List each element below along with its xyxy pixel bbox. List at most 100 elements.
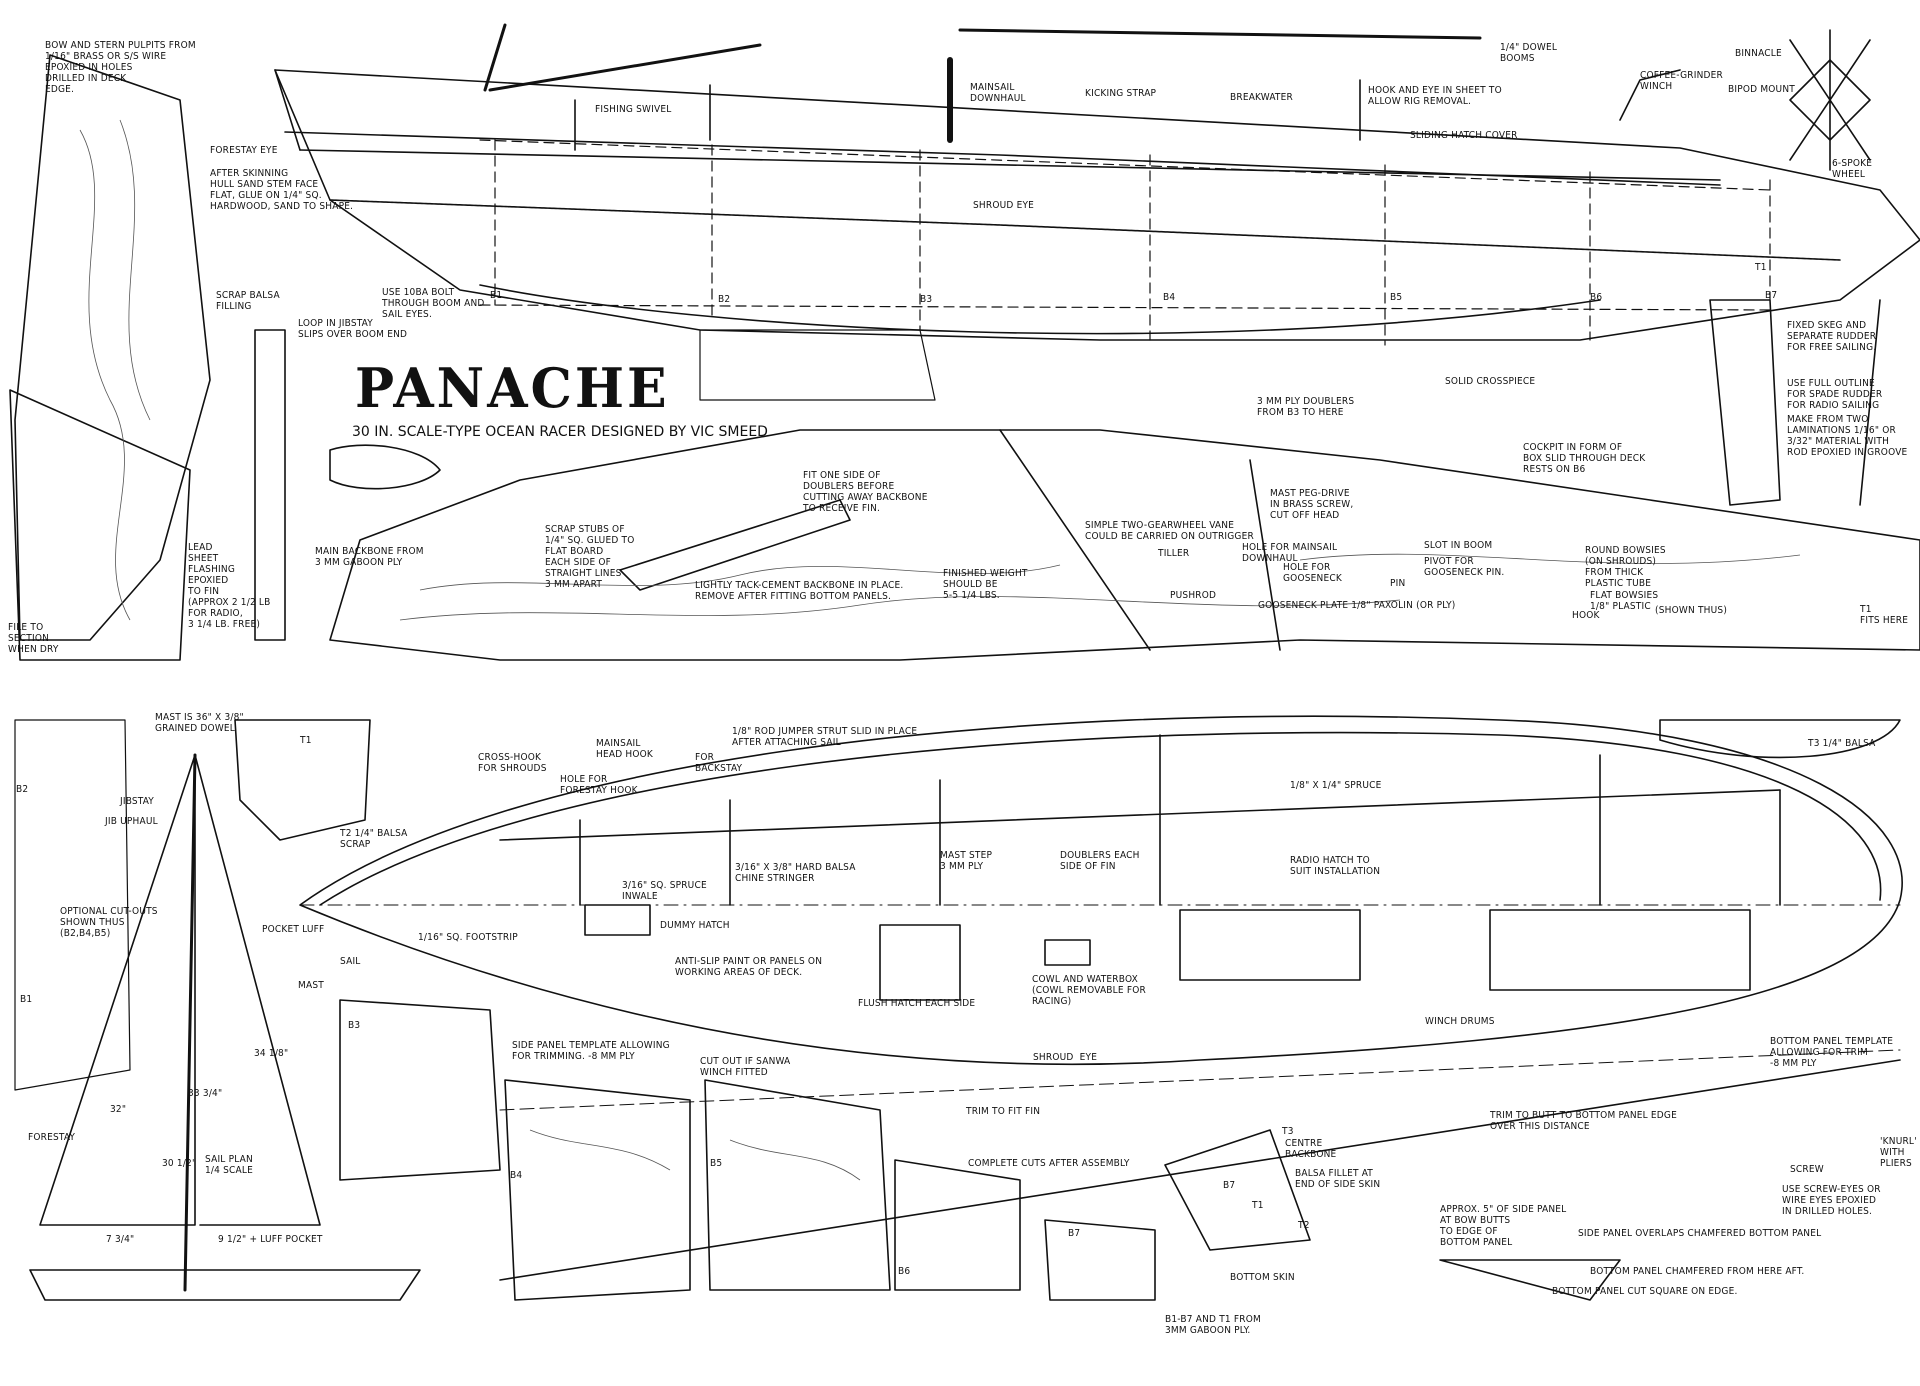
label-sliding-hatch: SLIDING HATCH COVER — [1410, 130, 1518, 141]
label-footstrip: 1/16" SQ. FOOTSTRIP — [418, 932, 518, 943]
hull-side-elevation — [274, 69, 1920, 506]
label-pin: PIN — [1390, 578, 1406, 589]
frame-b2-left: B2 — [16, 784, 29, 795]
label-screw: SCREW — [1790, 1164, 1824, 1175]
label-pivot-gooseneck: PIVOT FOR GOOSENECK PIN. — [1424, 556, 1505, 578]
label-shroud-eye-bottom: SHROUD EYE — [1033, 1052, 1098, 1063]
frame-b6: B6 — [1590, 292, 1603, 303]
label-t3-balsa: T3 1/4" BALSA — [1808, 738, 1876, 749]
label-loop-jibstay: LOOP IN JIBSTAY SLIPS OVER BOOM END — [298, 318, 408, 340]
frame-t3-skin: T3 — [1282, 1126, 1294, 1137]
dim-33-3-4: 33 3/4" — [188, 1088, 223, 1099]
label-ply-doublers: 3 MM PLY DOUBLERS FROM B3 TO HERE — [1257, 396, 1355, 418]
label-t1-fits: T1 FITS HERE — [1860, 604, 1909, 626]
label-spruce-inwale: 3/16" SQ. SPRUCE INWALE — [622, 880, 707, 902]
label-screw-eyes: USE SCREW-EYES OR WIRE EYES EPOXIED IN D… — [1782, 1184, 1881, 1217]
frame-b1: B1 — [490, 290, 503, 301]
frame-b4-bottom: B4 — [510, 1170, 523, 1181]
label-fixed-skeg: FIXED SKEG AND SEPARATE RUDDER FOR FREE … — [1787, 320, 1877, 353]
label-gearwheel-vane: SIMPLE TWO-GEARWHEEL VANE COULD BE CARRI… — [1085, 520, 1254, 542]
deck-plan — [299, 715, 1903, 1066]
plan-subtitle: 30 IN. SCALE-TYPE OCEAN RACER DESIGNED B… — [352, 424, 768, 440]
label-coffee-grinder: COFFEE-GRINDER WINCH — [1640, 70, 1723, 92]
dim-34: 34 1/8" — [254, 1048, 289, 1059]
label-pocket-luff: POCKET LUFF — [262, 924, 325, 935]
label-tiller: TILLER — [1158, 548, 1190, 559]
dim-30: 30 1/2" — [162, 1158, 197, 1169]
label-use-full-outline: USE FULL OUTLINE FOR SPADE RUDDER FOR RA… — [1787, 378, 1883, 411]
frame-t2-skin: T2 — [1298, 1220, 1310, 1231]
label-mast: MAST — [298, 980, 324, 991]
frame-b2: B2 — [718, 294, 731, 305]
label-breakwater: BREAKWATER — [1230, 92, 1293, 103]
label-side-panel-template: SIDE PANEL TEMPLATE ALLOWING FOR TRIMMIN… — [512, 1040, 670, 1062]
label-trim-butt: TRIM TO BUTT TO BOTTOM PANEL EDGE OVER T… — [1490, 1110, 1677, 1132]
frame-b1-left: B1 — [20, 994, 33, 1005]
label-slot-boom: SLOT IN BOOM — [1424, 540, 1493, 551]
label-hook: HOOK — [1572, 610, 1600, 621]
frame-t1-top: T1 — [1755, 262, 1767, 273]
frame-t1-bottom: T1 — [300, 735, 312, 746]
frame-b3-bottom: B3 — [348, 1020, 361, 1031]
frame-b5-bottom: B5 — [710, 1158, 723, 1169]
label-hard-balsa-chine: 3/16" x 3/8" HARD BALSA CHINE STRINGER — [735, 862, 856, 884]
rig-elevation — [483, 23, 1871, 171]
label-sail-plan: SAIL PLAN 1/4 SCALE — [205, 1154, 253, 1176]
label-luff-pocket: 9 1/2" + LUFF POCKET — [218, 1234, 323, 1245]
frame-b7: B7 — [1765, 290, 1778, 301]
label-finished-weight: FINISHED WEIGHT SHOULD BE 5-5 1/4 LBS. — [943, 568, 1028, 601]
label-bow-pulpits: BOW AND STERN PULPITS FROM 1/16" BRASS O… — [45, 40, 196, 95]
label-cockpit-box: COCKPIT IN FORM OF BOX SLID THROUGH DECK… — [1523, 442, 1646, 475]
label-bipod-mount: BIPOD MOUNT — [1728, 84, 1795, 95]
label-t2-scrap: T2 1/4" BALSA SCRAP — [340, 828, 408, 850]
label-anti-slip: ANTI-SLIP PAINT OR PANELS ON WORKING ARE… — [675, 956, 823, 978]
label-bottom-skin: BOTTOM SKIN — [1230, 1272, 1295, 1283]
frame-b5: B5 — [1390, 292, 1403, 303]
label-make-from-two: MAKE FROM TWO LAMINATIONS 1/16" OR 3/32"… — [1787, 414, 1908, 458]
label-binnacle: BINNACLE — [1735, 48, 1782, 59]
label-cross-hook: CROSS-HOOK FOR SHROUDS — [478, 752, 547, 774]
label-hole-mainsail: HOLE FOR MAINSAIL DOWNHAUL — [1242, 542, 1338, 564]
label-cut-out-sanwa: CUT OUT IF SANWA WINCH FITTED — [700, 1056, 791, 1078]
label-mast-dowel: MAST IS 36" x 3/8" GRAINED DOWEL — [155, 712, 244, 734]
label-shroud-eye-top: SHROUD EYE — [973, 200, 1035, 211]
label-doublers-each-side: DOUBLERS EACH SIDE OF FIN — [1060, 850, 1140, 872]
label-cowl-waterbox: COWL AND WATERBOX (COWL REMOVABLE FOR RA… — [1032, 974, 1146, 1007]
dim-32: 32" — [110, 1104, 127, 1115]
label-hook-eye: HOOK AND EYE IN SHEET TO ALLOW RIG REMOV… — [1368, 85, 1502, 107]
label-hole-gooseneck: HOLE FOR GOOSENECK — [1283, 562, 1342, 584]
label-jumper-strut: 1/8" ROD JUMPER STRUT SLID IN PLACE AFTE… — [732, 726, 918, 748]
label-dowel-booms: 1/4" DOWEL BOOMS — [1500, 42, 1558, 64]
label-use-10ba: USE 10BA BOLT THROUGH BOOM AND SAIL EYES… — [382, 287, 485, 320]
label-solid-crosspiece: SOLID CROSSPIECE — [1445, 376, 1536, 387]
label-trim-fit-fin: TRIM TO FIT FIN — [966, 1106, 1041, 1117]
label-winch-drums: WINCH DRUMS — [1425, 1016, 1495, 1027]
label-mast-step: MAST STEP 3 MM PLY — [940, 850, 993, 872]
label-scrap-balsa: SCRAP BALSA FILLING — [216, 290, 280, 312]
label-after-skinning: AFTER SKINNING HULL SAND STEM FACE FLAT,… — [210, 168, 354, 212]
label-sail: SAIL — [340, 956, 361, 967]
label-main-backbone: MAIN BACKBONE FROM 3 MM GABOON PLY — [315, 546, 424, 568]
label-kicking-strap: KICKING STRAP — [1085, 88, 1157, 99]
label-pushrod: PUSHROD — [1170, 590, 1217, 601]
label-approx-5: APPROX. 5" OF SIDE PANEL AT BOW BUTTS TO… — [1440, 1204, 1567, 1248]
plan-title: PANACHE — [355, 356, 670, 421]
label-optional-cutouts: OPTIONAL CUT-OUTS SHOWN THUS (B2,B4,B5) — [60, 906, 158, 939]
label-side-overlaps: SIDE PANEL OVERLAPS CHAMFERED BOTTOM PAN… — [1578, 1228, 1822, 1239]
label-spruce-top: 1/8" x 1/4" SPRUCE — [1290, 780, 1382, 791]
frame-b3: B3 — [920, 294, 933, 305]
label-bottom-panel-template: BOTTOM PANEL TEMPLATE ALLOWING FOR TRIM … — [1770, 1036, 1894, 1069]
backbone-board — [329, 429, 1920, 661]
label-scrap-stubs: SCRAP STUBS OF 1/4" SQ. GLUED TO FLAT BO… — [545, 524, 635, 590]
label-balsa-fillet: BALSA FILLET AT END OF SIDE SKIN — [1295, 1168, 1381, 1190]
label-b1-b7: B1-B7 AND T1 FROM 3MM GABOON PLY. — [1165, 1314, 1261, 1336]
label-complete-cuts: COMPLETE CUTS AFTER ASSEMBLY — [968, 1158, 1130, 1169]
label-mast-peg: MAST PEG-DRIVE IN BRASS SCREW, CUT OFF H… — [1270, 488, 1354, 521]
frame-t1-skin: T1 — [1252, 1200, 1264, 1211]
label-hole-forestay-hook: HOLE FOR FORESTAY HOOK — [560, 774, 638, 796]
label-fit-one-side: FIT ONE SIDE OF DOUBLERS BEFORE CUTTING … — [803, 470, 928, 514]
label-file-section: FILE TO SECTION WHEN DRY — [8, 622, 59, 655]
label-flat-bowsies: FLAT BOWSIES 1/8" PLASTIC — [1590, 590, 1659, 612]
dim-7-3-4: 7 3/4" — [106, 1234, 135, 1245]
